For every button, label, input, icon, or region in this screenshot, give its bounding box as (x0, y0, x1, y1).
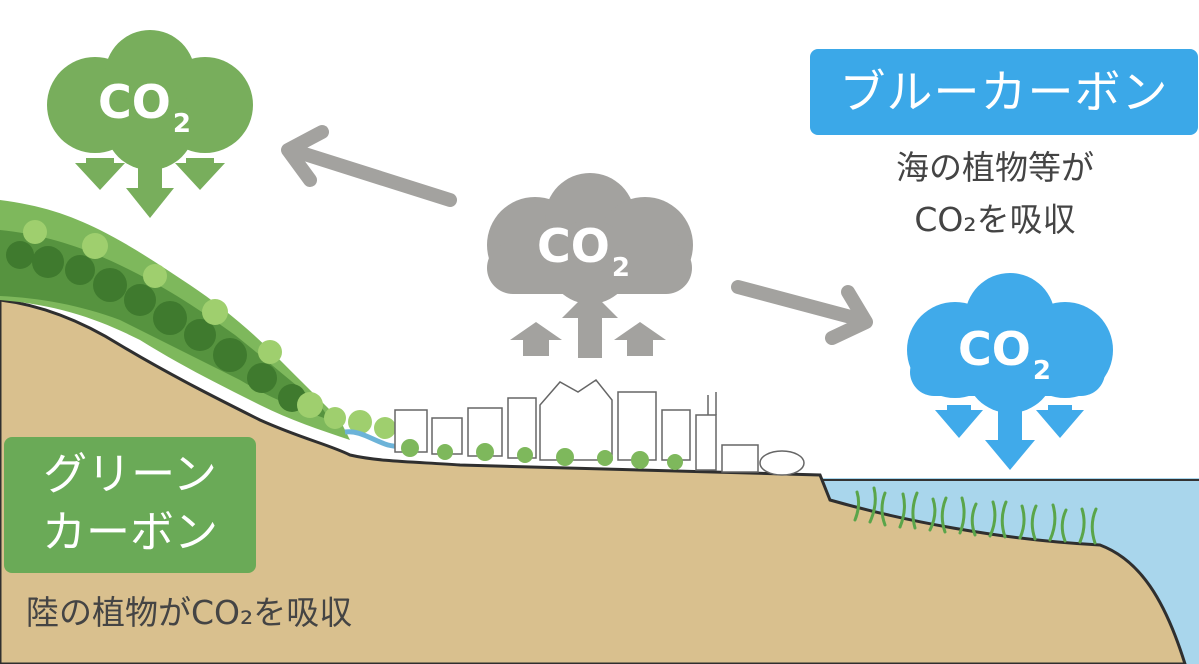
green-carbon-badge: グリーン カーボン (4, 437, 256, 573)
green-co2-cloud: CO2 (47, 30, 253, 218)
blue-carbon-description-line1: 海の植物等が (896, 148, 1094, 187)
blue-co2-cloud: CO2 (907, 273, 1113, 470)
blue-carbon-title: ブルーカーボン (839, 65, 1169, 119)
blue-co2-text: CO2 (958, 322, 1051, 386)
ground (0, 298, 1187, 664)
blue-carbon-description-line2: CO₂を吸収 (914, 200, 1076, 239)
town-trees (401, 439, 683, 470)
arrow-to-forest (281, 125, 457, 207)
gray-co2-text: CO2 (537, 219, 630, 283)
green-carbon-title-line2: カーボン (42, 507, 218, 558)
arrow-to-sea (731, 280, 873, 345)
green-co2-text: CO2 (98, 75, 191, 139)
blue-carbon-caption: 海の植物等が CO₂を吸収 (830, 142, 1160, 246)
seagrass (853, 486, 1098, 545)
green-carbon-caption: 陸の植物がCO₂を吸収 (26, 593, 353, 632)
gray-co2-cloud: CO2 (487, 173, 693, 358)
blue-carbon-badge: ブルーカーボン (810, 49, 1198, 135)
green-carbon-title-line1: グリーン (43, 449, 217, 500)
forest (0, 200, 421, 453)
